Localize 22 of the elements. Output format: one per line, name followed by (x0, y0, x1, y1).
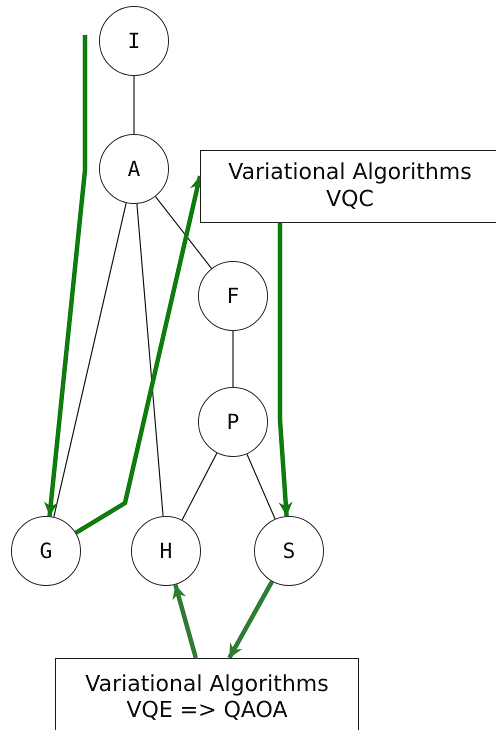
node-label: G (40, 539, 52, 563)
connector-line (232, 331, 234, 387)
arrow (278, 223, 293, 516)
arrow (227, 580, 274, 660)
node-label: A (128, 157, 140, 181)
text-box (55, 658, 359, 730)
arrow (44, 35, 88, 516)
connector-line (155, 196, 212, 269)
node-label: P (226, 410, 240, 434)
arrow (172, 584, 198, 659)
connector-line (246, 454, 276, 520)
connector-line (53, 202, 127, 518)
node-label: S (282, 539, 296, 563)
node-label: Variational Algorithms VQC (227, 160, 473, 213)
connector-line (136, 204, 164, 516)
text-box (200, 150, 496, 223)
node-label: Variational Algorithms VQE => QAOA (84, 672, 330, 724)
node-label: H (160, 539, 172, 563)
connector-line (133, 76, 135, 134)
connector-line (182, 452, 218, 520)
node-label: F (226, 284, 240, 308)
node-label: I (128, 29, 140, 53)
